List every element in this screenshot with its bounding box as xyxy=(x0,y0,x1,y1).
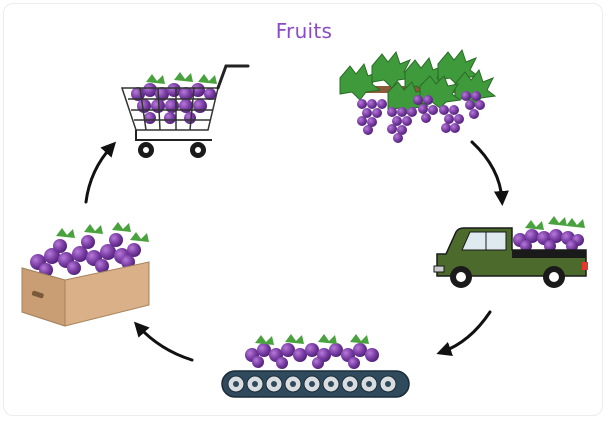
grape-vine-icon xyxy=(339,48,497,143)
diagram-title: Fruits xyxy=(275,19,333,43)
arrow-box-to-cart xyxy=(84,141,117,204)
shopping-cart-icon xyxy=(120,64,250,158)
pickup-truck-icon xyxy=(433,216,588,288)
diagram-frame xyxy=(3,3,603,416)
arrow-truck-to-conveyor xyxy=(436,310,492,357)
arrow-vine-to-truck xyxy=(470,140,509,206)
cardboard-box-icon xyxy=(21,222,150,327)
conveyor-belt-icon xyxy=(221,334,410,398)
arrow-conveyor-to-box xyxy=(133,321,194,362)
